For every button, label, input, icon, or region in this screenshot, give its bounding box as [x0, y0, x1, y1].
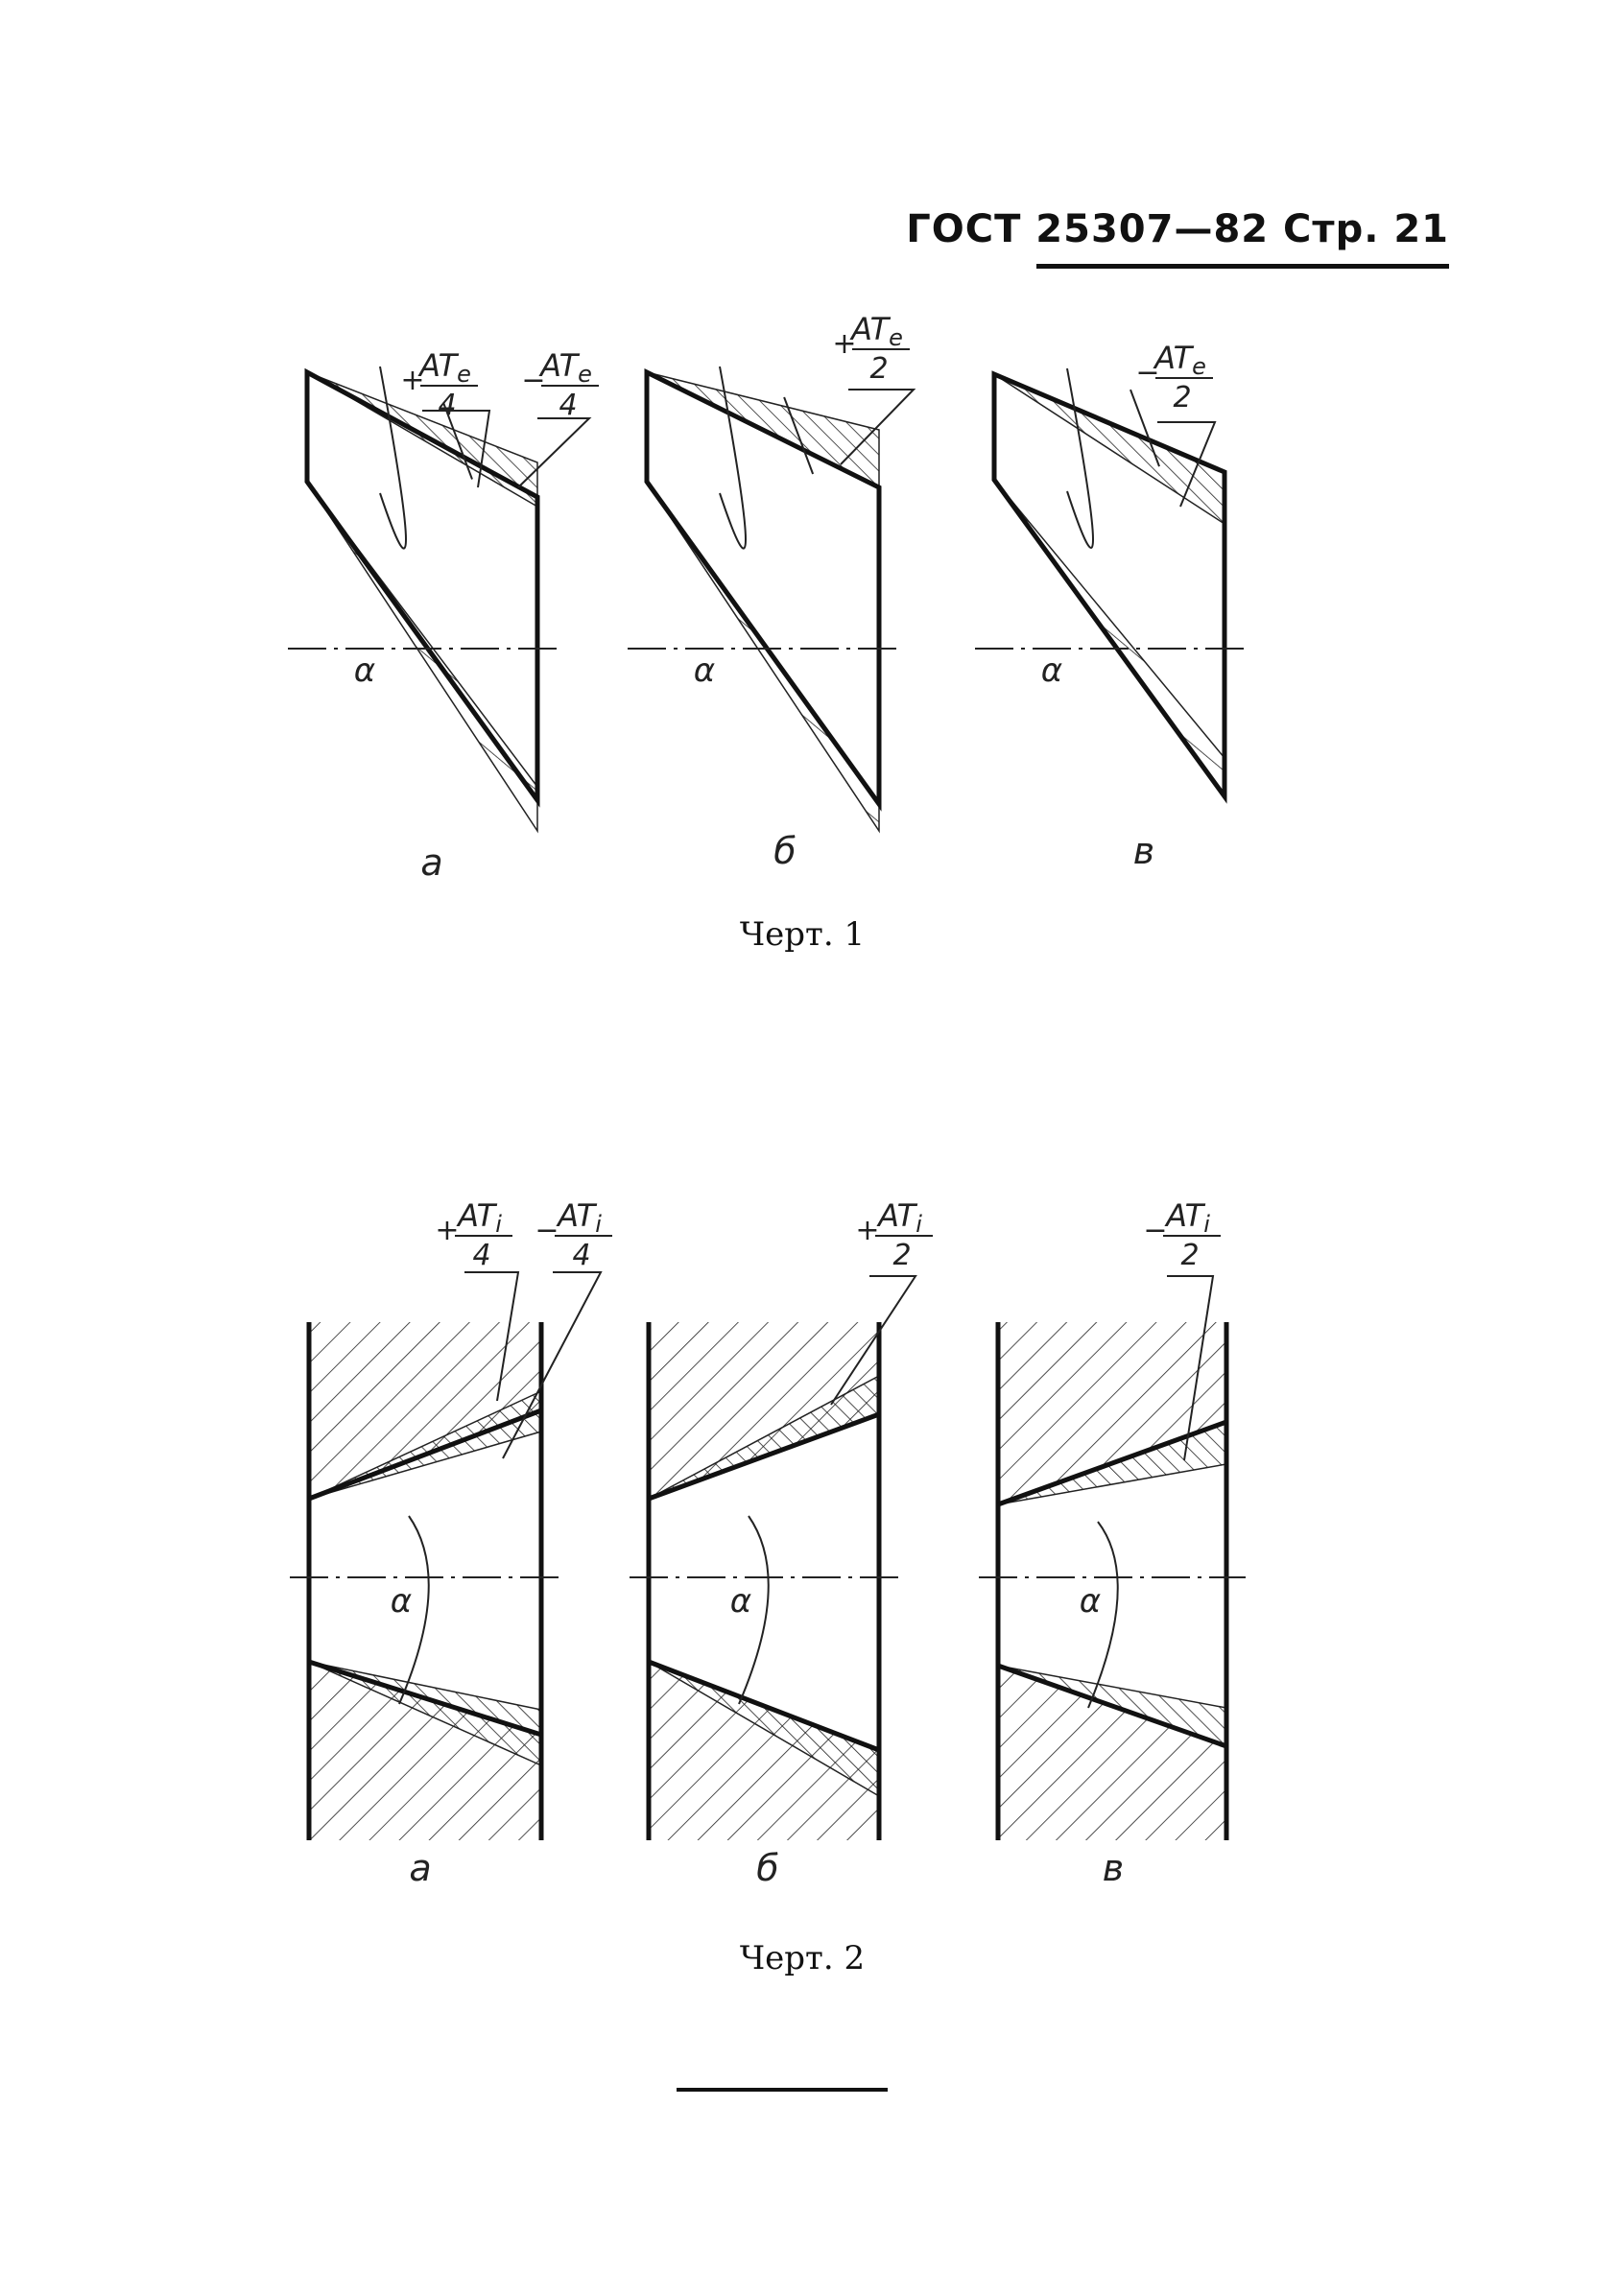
leader-line [783, 396, 815, 475]
tolerance-numerator: ATi [1164, 1197, 1210, 1238]
plate-section-lower [998, 1666, 1226, 1840]
angle-arc [379, 366, 407, 550]
figure-2-caption: Черт. 2 [740, 1939, 865, 1977]
angle-arc [719, 366, 747, 550]
tolerance-sign: + [855, 1214, 879, 1247]
angle-label-alpha: α [391, 1582, 412, 1621]
tolerance-denominator: 2 [1173, 381, 1191, 414]
angle-arc [1066, 367, 1094, 549]
plate-section-lower [309, 1662, 541, 1840]
plate-section-upper [649, 1322, 879, 1499]
tolerance-denominator: 2 [1180, 1239, 1199, 1272]
angle-arc [1087, 1521, 1119, 1709]
bore-line-lower [997, 1663, 1227, 1749]
tolerance-sign: − [1143, 1214, 1167, 1247]
leader-line [1157, 421, 1217, 508]
leader-line [442, 402, 473, 480]
angle-label-alpha: α [354, 651, 375, 690]
tolerance-numerator: ATi [876, 1197, 922, 1238]
tolerance-sign: − [1135, 356, 1159, 390]
leader-line [830, 1275, 917, 1406]
leader-line [840, 389, 916, 465]
cone-outline [644, 367, 882, 812]
tolerance-zone-lower [306, 481, 538, 834]
panel-letter: б [756, 1847, 778, 1889]
tolerance-denominator: 2 [892, 1239, 911, 1272]
plate-section-upper [309, 1322, 541, 1499]
bore-line-upper [648, 1411, 880, 1502]
tolerance-numerator: ATi [456, 1197, 502, 1238]
leader-line [422, 410, 491, 488]
leader-line [464, 1271, 520, 1402]
panel-letter: a [420, 841, 442, 884]
tolerance-numerator: ATi [556, 1197, 602, 1238]
panel-letter: в [1103, 1847, 1124, 1889]
footer-rule [677, 2088, 888, 2092]
angle-label-alpha: α [694, 651, 715, 690]
tolerance-denominator: 4 [559, 389, 577, 422]
panel-letter: в [1133, 830, 1154, 872]
tolerance-sign: − [535, 1214, 559, 1247]
tolerance-denominator: 2 [869, 352, 888, 386]
leader-line [502, 1271, 603, 1459]
plate-section-upper [998, 1322, 1226, 1504]
leader-line [517, 417, 592, 488]
tolerance-numerator: ATe [417, 347, 471, 388]
angle-arc [738, 1515, 770, 1705]
tolerance-sign: + [832, 327, 856, 361]
tolerance-sign: + [400, 364, 424, 397]
tolerance-numerator: ATe [538, 347, 592, 388]
tolerance-sign: − [521, 364, 545, 397]
bore-line-upper [308, 1408, 542, 1502]
tolerance-numerator: ATe [849, 311, 903, 351]
panel-letter: б [773, 830, 796, 872]
cone-outline [991, 370, 1227, 804]
tolerance-denominator: 4 [438, 389, 456, 422]
tolerance-numerator: ATe [1153, 340, 1206, 380]
tolerance-denominator: 4 [572, 1239, 590, 1272]
cone-outline [304, 367, 540, 808]
leader-line [1167, 1275, 1215, 1461]
angle-label-alpha: α [1041, 651, 1062, 690]
header-rule [1036, 264, 1449, 269]
panel-letter: a [409, 1847, 431, 1889]
bore-line-lower [308, 1659, 542, 1738]
page-header: ГОСТ 25307—82 Стр. 21 [906, 188, 1449, 274]
plate-section-lower [649, 1662, 879, 1840]
standard-page-title: ГОСТ 25307—82 Стр. 21 [906, 207, 1449, 251]
angle-label-alpha: α [730, 1582, 751, 1621]
leader-line [1130, 389, 1160, 467]
figure-1-caption: Черт. 1 [740, 915, 865, 954]
bore-line-lower [648, 1659, 880, 1753]
tolerance-denominator: 4 [472, 1239, 490, 1272]
angle-label-alpha: α [1080, 1582, 1101, 1621]
tolerance-sign: + [435, 1214, 459, 1247]
angle-arc [398, 1515, 430, 1705]
